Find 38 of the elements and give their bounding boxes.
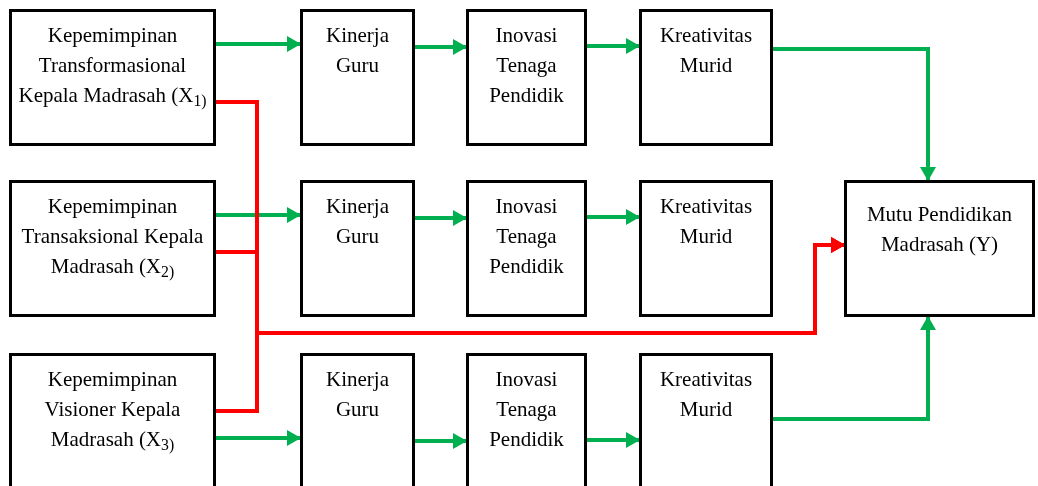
box-label: Inovasi Tenaga Pendidik xyxy=(488,193,565,280)
box-label: Kepemimpinan Transaksional Kepala Madrasah (X$_{2)}$ xyxy=(20,193,205,281)
process-box xyxy=(639,353,773,486)
arrow xyxy=(415,210,467,226)
process-box xyxy=(9,9,216,146)
process-box xyxy=(300,180,415,317)
process-box xyxy=(9,180,216,317)
arrow xyxy=(773,47,936,181)
process-box xyxy=(300,353,415,486)
arrow xyxy=(587,209,640,225)
arrow xyxy=(216,237,845,413)
box-label: Mutu Pendidikan Madrasah (Y) xyxy=(865,201,1014,258)
arrow xyxy=(216,207,301,223)
process-box xyxy=(9,353,216,486)
process-box xyxy=(466,353,587,486)
box-label: Kinerja Guru xyxy=(325,193,390,250)
process-box xyxy=(466,180,587,317)
process-box xyxy=(466,9,587,146)
process-box xyxy=(844,180,1035,317)
box-label: Kreativitas Murid xyxy=(658,22,754,79)
box-label: Kepemimpinan Visioner Kepala Madrasah (X$_{3)}$ xyxy=(43,366,182,454)
arrow xyxy=(773,316,936,421)
arrow xyxy=(587,38,640,54)
arrow xyxy=(415,39,467,55)
arrow xyxy=(587,432,640,448)
arrow xyxy=(216,430,301,446)
box-label: Kinerja Guru xyxy=(325,366,390,423)
box-label: Kreativitas Murid xyxy=(658,193,754,250)
box-label: Inovasi Tenaga Pendidik xyxy=(488,366,565,453)
box-label: Kepemimpinan Transformasional Kepala Madrasah (X$_{1)}$ xyxy=(17,22,208,110)
box-label: Kinerja Guru xyxy=(325,22,390,79)
arrow xyxy=(216,36,301,52)
box-label: Kreativitas Murid xyxy=(658,366,754,423)
process-box xyxy=(300,9,415,146)
process-box xyxy=(639,180,773,317)
box-label: Inovasi Tenaga Pendidik xyxy=(488,22,565,109)
process-box xyxy=(639,9,773,146)
arrow xyxy=(415,433,467,449)
